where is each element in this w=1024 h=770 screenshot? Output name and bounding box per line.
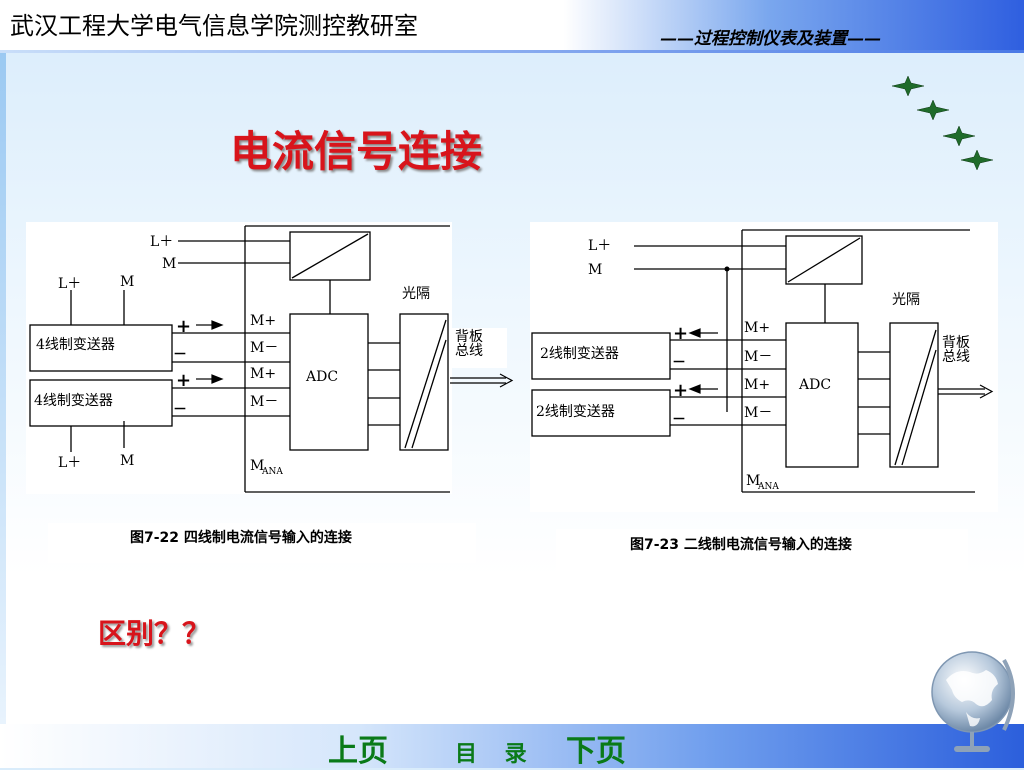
left-accent-bar — [0, 52, 6, 724]
diagram-panel-4wire — [26, 222, 452, 494]
table-of-contents-link[interactable]: 目 录 — [455, 741, 537, 767]
label2-plus-2: + — [673, 380, 688, 401]
footer-bar — [0, 724, 1024, 768]
header-bar: 武汉工程大学电气信息学院测控教研室 ——过程控制仪表及装置—— — [0, 0, 1024, 52]
label2-backplane-1: 背板 — [942, 335, 970, 351]
label-mplus-2: M+ — [250, 366, 276, 382]
label2-mminus-2: M－ — [744, 405, 772, 421]
prev-page-link[interactable]: 上页 — [328, 734, 388, 769]
label-opto: 光隔 — [402, 286, 430, 302]
label-mana: M — [250, 458, 264, 474]
caption-4wire: 图7-22 四线制电流信号输入的连接 — [130, 530, 352, 546]
label2-backplane-2: 总线 — [942, 349, 970, 365]
globe-icon — [931, 651, 1015, 752]
label-mminus-2: M－ — [250, 394, 278, 410]
label2-m-top: M — [588, 262, 602, 278]
label2-mplus-2: M+ — [744, 377, 770, 393]
label2-lplus-top: L＋ — [588, 238, 611, 254]
label-mminus-1: M－ — [250, 340, 278, 356]
label2-mana: M — [746, 473, 760, 489]
star-icon — [891, 75, 994, 171]
slide-title: 电流信号连接 — [230, 127, 483, 176]
header-divider — [0, 50, 1024, 53]
diagram-panel-2wire — [530, 222, 998, 512]
label-mana-sub: ANA — [261, 467, 283, 477]
label2-adc: ADC — [798, 377, 831, 393]
label2-minus-1: － — [672, 355, 686, 371]
label-minus-1: － — [173, 347, 187, 363]
label-backplane-1: 背板 — [455, 329, 483, 345]
label-mplus-1: M+ — [250, 313, 276, 329]
transmitter-2wire-2: 2线制变送器 — [536, 404, 615, 420]
course-name: ——过程控制仪表及装置—— — [660, 29, 881, 49]
diagram-panel-4wire-ext — [452, 328, 507, 368]
label-plus-1: + — [176, 316, 191, 337]
label-adc: ADC — [305, 369, 338, 385]
caption-2wire-box: 图7-23 二线制电流信号输入的连接 — [556, 529, 968, 571]
label-plus-2: + — [176, 370, 191, 391]
transmitter-4wire-1: 4线制变送器 — [36, 337, 115, 353]
label-lplus-top: L＋ — [150, 234, 173, 250]
question-text: 区别？？ — [98, 617, 211, 650]
label2-minus-2: － — [672, 412, 686, 428]
label-minus-2: － — [173, 402, 187, 418]
label-m-top: M — [162, 256, 176, 272]
label-lplus-left: L＋ — [58, 276, 81, 292]
caption-2wire: 图7-23 二线制电流信号输入的连接 — [630, 537, 852, 553]
label2-mplus-1: M+ — [744, 320, 770, 336]
transmitter-4wire-2: 4线制变送器 — [34, 393, 113, 409]
transmitter-2wire-1: 2线制变送器 — [540, 346, 619, 362]
next-page-link[interactable]: 下页 — [566, 734, 626, 769]
org-name: 武汉工程大学电气信息学院测控教研室 — [10, 12, 418, 40]
label2-mminus-1: M－ — [744, 349, 772, 365]
label-m-bottom: M — [120, 453, 134, 469]
label-lplus-bottom: L＋ — [58, 455, 81, 471]
label2-mana-sub: ANA — [757, 482, 779, 492]
caption-4wire-box: 图7-22 四线制电流信号输入的连接 — [48, 523, 476, 563]
label2-plus-1: + — [673, 323, 688, 344]
label-backplane-2: 总线 — [455, 343, 483, 359]
label2-opto: 光隔 — [892, 292, 920, 308]
label-m-left: M — [120, 274, 134, 290]
